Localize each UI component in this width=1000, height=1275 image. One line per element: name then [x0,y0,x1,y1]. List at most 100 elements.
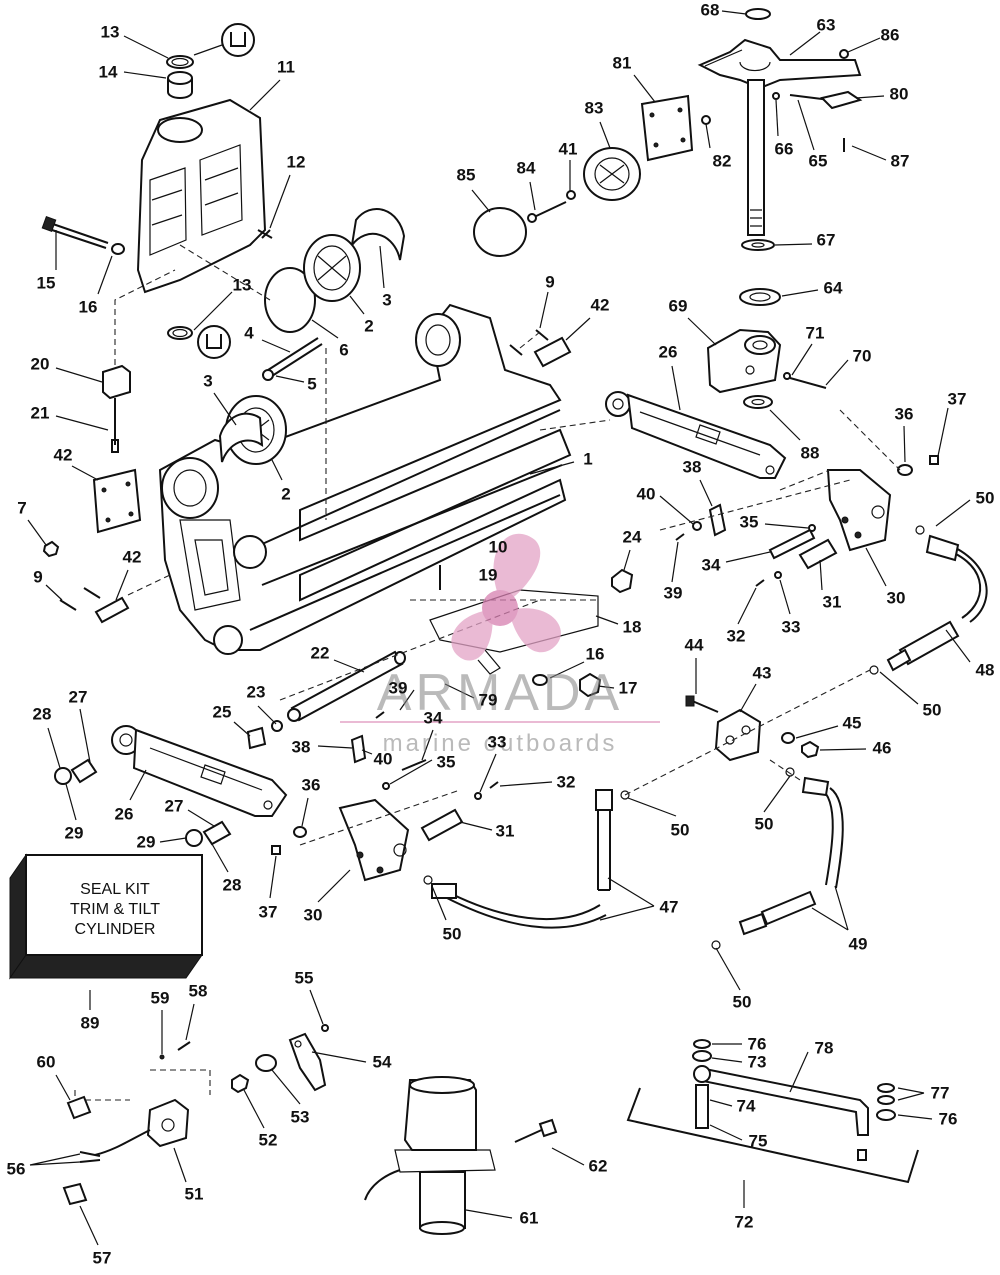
callout-c36a: 36 [894,404,914,424]
callout-c46: 46 [872,738,892,758]
callout-c27a: 27 [68,687,88,707]
callout-c4: 4 [244,323,254,343]
callout-c68: 68 [700,0,720,20]
callout-c50c: 50 [754,814,774,834]
callout-c10: 10 [488,537,508,557]
watermark-tagline: marine outboards [382,730,618,757]
callout-c40b: 40 [373,749,393,769]
callout-c26b: 26 [114,804,134,824]
callout-c3a: 3 [382,290,392,310]
callout-c30a: 30 [886,588,906,608]
callout-c31b: 31 [495,821,515,841]
callout-c62: 62 [588,1156,608,1176]
callout-c71: 71 [805,323,825,343]
callout-c15: 15 [36,273,56,293]
screw-part-12 [257,229,273,239]
callout-c9b: 9 [33,567,43,587]
watermark-brand: ARMADA [376,664,624,722]
swivel-bracket-part-1 [158,303,572,655]
callout-c80: 80 [889,84,909,104]
callout-c50d: 50 [670,820,690,840]
callout-c37b: 37 [258,902,278,922]
valve-43 [685,695,820,762]
callout-c64: 64 [823,278,843,298]
covers-2-3-6 [218,208,406,465]
callout-c53: 53 [290,1107,310,1127]
callout-c29a: 29 [64,823,84,843]
callout-c41: 41 [558,139,578,159]
hose-48 [869,525,988,675]
pins-upper [675,503,838,587]
callout-c38a: 38 [682,457,702,477]
callout-c6: 6 [339,340,349,360]
callout-c74: 74 [736,1096,756,1116]
callout-c29b: 29 [136,832,156,852]
callout-leaders [27,10,971,1246]
callout-c44: 44 [684,635,704,655]
pad-81-cushions-83-85 [473,94,711,257]
callout-c50f: 50 [732,992,752,1012]
callout-c13a: 13 [100,22,120,42]
switch-20-screw-21 [102,364,131,453]
callout-c7: 7 [17,498,27,518]
callout-c67: 67 [816,230,836,250]
callout-c84: 84 [516,158,536,178]
callout-c2a: 2 [364,316,374,336]
callout-c83: 83 [584,98,604,118]
callout-c49: 49 [848,934,868,954]
callout-c73: 73 [747,1052,767,1072]
callout-c19: 19 [478,565,498,585]
callout-c38b: 38 [291,737,311,757]
hoses-47-49 [423,767,844,950]
callout-c13b: 13 [232,275,252,295]
bolt-4-washer-5 [262,337,323,381]
callout-c63: 63 [816,15,836,35]
callout-c22: 22 [310,643,330,663]
callout-c42c: 42 [122,547,142,567]
callout-c42b: 42 [53,445,73,465]
callout-c51: 51 [184,1184,204,1204]
parts-52-55 [231,1024,329,1094]
callout-c21: 21 [30,403,50,423]
pump-motor-61 [364,1076,558,1235]
callout-c48: 48 [975,660,995,680]
trim-bracket-30-lower [271,711,499,882]
seal-kit-box [9,853,203,980]
callout-c26a: 26 [658,342,678,362]
callout-c33a: 33 [781,617,801,637]
callout-c59: 59 [150,988,170,1008]
callout-c35a: 35 [739,512,759,532]
callout-c88: 88 [800,443,820,463]
callout-c2b: 2 [281,484,291,504]
hardware-42-9-right [509,329,572,368]
callout-c76b: 76 [938,1109,958,1129]
callout-c55: 55 [294,968,314,988]
tilt-tube-22 [246,650,406,750]
callout-c82: 82 [712,151,732,171]
trim-sender-51 [62,1041,191,1206]
callout-c30b: 30 [303,905,323,925]
callout-c45: 45 [842,713,862,733]
callout-c50e: 50 [442,924,462,944]
callout-c27b: 27 [164,796,184,816]
callout-c16a: 16 [78,297,98,317]
callout-c47: 47 [659,897,679,917]
callout-c32b: 32 [556,772,576,792]
callout-c69: 69 [668,296,688,316]
callout-c40a: 40 [636,484,656,504]
callout-c50b: 50 [922,700,942,720]
callout-c77: 77 [930,1083,950,1103]
seal-kit-label: SEAL KIT TRIM & TILT CYLINDER [40,880,190,940]
callout-c66: 66 [774,139,794,159]
callout-c56: 56 [6,1159,26,1179]
callout-c61: 61 [519,1208,539,1228]
seal-kit-line-3: CYLINDER [74,921,156,938]
callout-c58: 58 [188,981,208,1001]
callout-c25: 25 [212,702,232,722]
callout-c18: 18 [622,617,642,637]
tie-bar-78 [626,1039,919,1184]
callout-c87: 87 [890,151,910,171]
callout-c35b: 35 [436,752,456,772]
